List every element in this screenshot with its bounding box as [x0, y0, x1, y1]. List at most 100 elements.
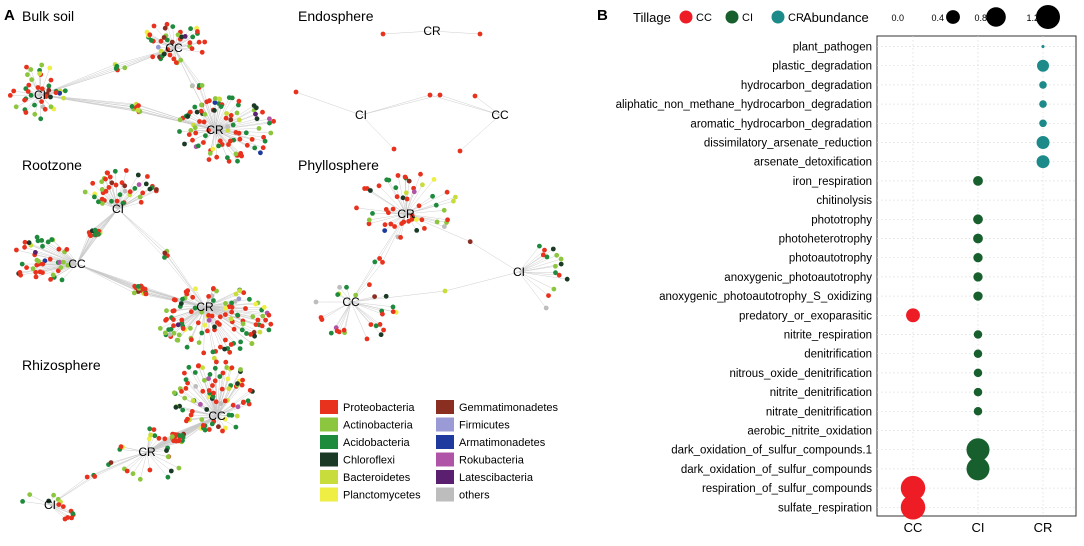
network-node	[236, 117, 242, 123]
network-edge	[198, 129, 216, 147]
network-edge	[214, 106, 222, 131]
network-node	[100, 201, 105, 206]
network-edge	[119, 449, 148, 453]
network-edge	[179, 415, 218, 436]
bubble-point	[906, 308, 920, 323]
network-node	[229, 300, 235, 306]
network-node	[151, 23, 157, 29]
network-node	[129, 104, 135, 109]
hub-label-endo-cr: CR	[423, 24, 441, 38]
network-edge	[37, 240, 78, 265]
network-node	[223, 425, 228, 431]
network-node	[40, 243, 45, 249]
network-node	[61, 259, 66, 265]
network-node	[224, 111, 230, 116]
network-node	[225, 155, 230, 161]
network-edge	[336, 301, 352, 331]
network-node	[32, 102, 37, 108]
network-edge	[216, 367, 233, 417]
network-node	[210, 146, 216, 152]
network-edge	[158, 46, 175, 49]
network-edge	[204, 306, 247, 334]
network-node	[313, 299, 319, 305]
hub-label-rhizo-cr: CR	[138, 445, 156, 459]
network-node	[57, 90, 63, 96]
network-node	[120, 200, 126, 206]
network-edge	[124, 47, 175, 68]
network-node	[268, 130, 274, 136]
network-node	[477, 31, 483, 37]
network-edge	[117, 208, 165, 258]
network-edge	[518, 271, 549, 296]
network-node	[337, 284, 342, 290]
network-node	[104, 170, 110, 176]
network-node	[200, 423, 206, 428]
network-node	[457, 148, 463, 154]
network-edge	[39, 94, 138, 111]
network-node	[553, 263, 558, 269]
network-node	[218, 344, 223, 350]
network-node	[406, 178, 412, 184]
network-node	[92, 474, 98, 479]
network-edge	[370, 190, 407, 215]
network-node	[202, 377, 207, 383]
network-node	[188, 127, 194, 133]
network-node	[184, 344, 190, 350]
network-node	[123, 168, 129, 173]
network-node	[37, 269, 43, 275]
network-edge	[198, 306, 206, 323]
hub-label-rhizo-cc: CC	[208, 409, 226, 423]
network-node	[199, 49, 205, 55]
network-node	[46, 83, 52, 89]
network-node	[212, 108, 217, 113]
network-node	[377, 322, 383, 327]
network-node	[214, 359, 219, 365]
network-node	[256, 125, 262, 131]
network-node	[45, 239, 51, 245]
network-edge	[39, 94, 133, 107]
network-edge	[22, 501, 51, 506]
network-edge	[212, 129, 216, 150]
network-edge	[120, 446, 148, 453]
network-node	[231, 326, 237, 332]
network-node	[157, 326, 163, 331]
network-node	[190, 83, 195, 89]
network-edge	[146, 451, 172, 472]
y-tick-label: plastic_degradation	[772, 61, 872, 73]
abundance-legend-marker	[986, 7, 1006, 27]
network-node	[427, 92, 433, 98]
network-edge	[431, 30, 481, 35]
network-edge	[49, 504, 66, 520]
network-node	[235, 312, 240, 318]
network-node	[13, 104, 19, 110]
network-node	[380, 259, 385, 265]
network-edge	[87, 451, 148, 478]
network-node	[162, 255, 167, 260]
network-title-rootzone: Rootzone	[22, 157, 82, 173]
network-node	[146, 436, 152, 442]
network-node	[119, 180, 125, 186]
y-tick-label: dissimilatory_arsenate_reduction	[704, 138, 872, 150]
network-node	[62, 516, 68, 522]
tillage-legend-label: CR	[788, 12, 804, 24]
network-edge	[39, 94, 139, 106]
hub-label-root-ci: CI	[112, 202, 124, 216]
network-edge	[350, 296, 387, 303]
network-node	[210, 383, 215, 388]
network-node	[186, 132, 192, 138]
network-edge	[360, 114, 395, 150]
network-node	[409, 217, 415, 222]
network-node	[402, 174, 408, 180]
network-edge	[203, 129, 216, 143]
network-node	[233, 130, 239, 135]
network-node	[162, 250, 168, 256]
network-node	[180, 326, 186, 331]
network-node	[212, 100, 218, 105]
network-node	[147, 32, 153, 38]
network-edge	[76, 263, 139, 287]
network-edge	[405, 191, 448, 215]
network-node	[210, 349, 216, 355]
network-node	[175, 32, 181, 38]
network-edge	[173, 47, 193, 86]
bubble-point	[973, 387, 983, 397]
